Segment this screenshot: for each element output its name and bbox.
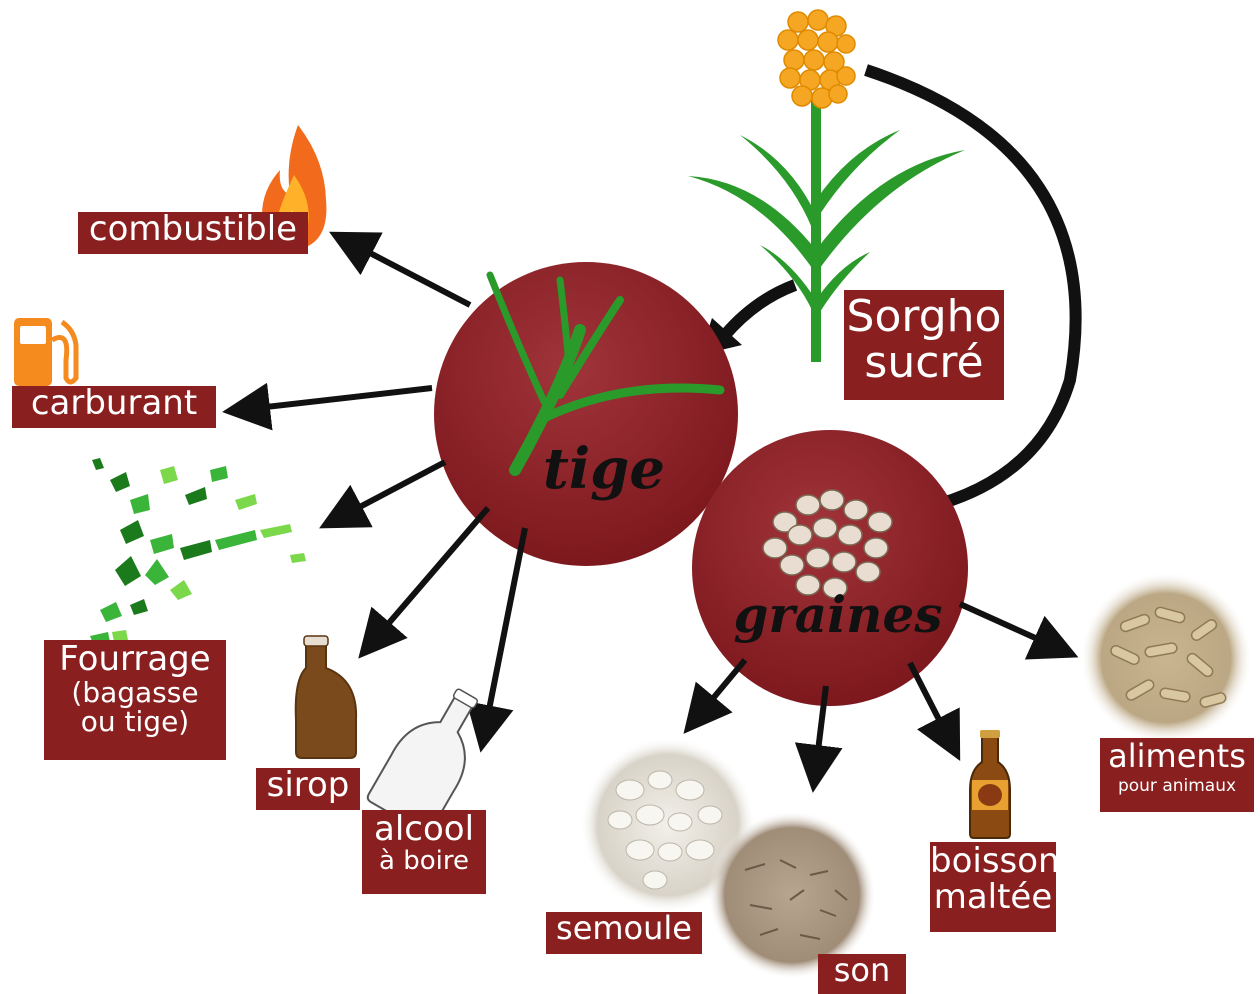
fourrage-label: Fourrage (bagasse ou tige) bbox=[44, 640, 226, 760]
grain-cluster-icon bbox=[778, 10, 855, 108]
sirop-label-text: sirop bbox=[256, 768, 360, 804]
boisson-label-line2: maltée bbox=[930, 880, 1056, 916]
sorgho-label: Sorgho sucré bbox=[844, 290, 1004, 400]
alcool-label: alcool à boire bbox=[362, 810, 486, 894]
fuel-pump-icon bbox=[14, 318, 76, 386]
alcool-label-line2: à boire bbox=[362, 848, 486, 875]
stem-hub-label: tige bbox=[543, 436, 665, 502]
arrow-plant-to-stem bbox=[725, 285, 795, 335]
arrow-grain-to-semoule bbox=[695, 660, 745, 720]
aliments-label-line1: aliments bbox=[1100, 740, 1254, 774]
carburant-label: carburant bbox=[12, 386, 216, 428]
fodder-icon bbox=[90, 458, 306, 646]
grain-hub: graines bbox=[692, 430, 968, 706]
pellets-photo bbox=[1080, 572, 1252, 744]
grain-hub-label: graines bbox=[733, 585, 942, 644]
aliments-label-line2: pour animaux bbox=[1100, 778, 1254, 796]
son-label-text: son bbox=[818, 954, 906, 988]
combustible-label: combustible bbox=[78, 212, 308, 254]
semoule-label-text: semoule bbox=[546, 912, 702, 946]
son-label: son bbox=[818, 954, 906, 994]
arrow-grain-to-boisson bbox=[910, 663, 952, 745]
arrow-plant-to-grains bbox=[866, 70, 1076, 508]
syrup-bottle-icon bbox=[296, 636, 356, 758]
arrow-stem-to-sirop bbox=[370, 508, 488, 645]
sorgho-label-line2: sucré bbox=[844, 340, 1004, 386]
semoule-label: semoule bbox=[546, 912, 702, 954]
arrow-grain-to-aliments bbox=[960, 604, 1062, 650]
carburant-label-text: carburant bbox=[12, 386, 216, 422]
alcool-label-line1: alcool bbox=[362, 812, 486, 848]
fourrage-label-line1: Fourrage bbox=[44, 642, 226, 678]
boisson-label: boisson maltée bbox=[930, 842, 1056, 932]
arrow-stem-to-combustible bbox=[345, 240, 470, 305]
fourrage-label-line3: ou tige) bbox=[44, 707, 226, 736]
combustible-label-text: combustible bbox=[78, 212, 308, 248]
sirop-label: sirop bbox=[256, 768, 360, 810]
arrow-stem-to-carburant bbox=[240, 388, 432, 410]
aliments-label: aliments pour animaux bbox=[1100, 738, 1254, 812]
fourrage-label-line2: (bagasse bbox=[44, 678, 226, 707]
boisson-label-line1: boisson bbox=[930, 844, 1056, 880]
arrow-stem-to-alcool bbox=[484, 528, 525, 735]
arrow-stem-to-fourrage bbox=[335, 462, 445, 520]
sorgho-label-line1: Sorgho bbox=[844, 294, 1004, 340]
beer-bottle-icon bbox=[970, 730, 1010, 838]
